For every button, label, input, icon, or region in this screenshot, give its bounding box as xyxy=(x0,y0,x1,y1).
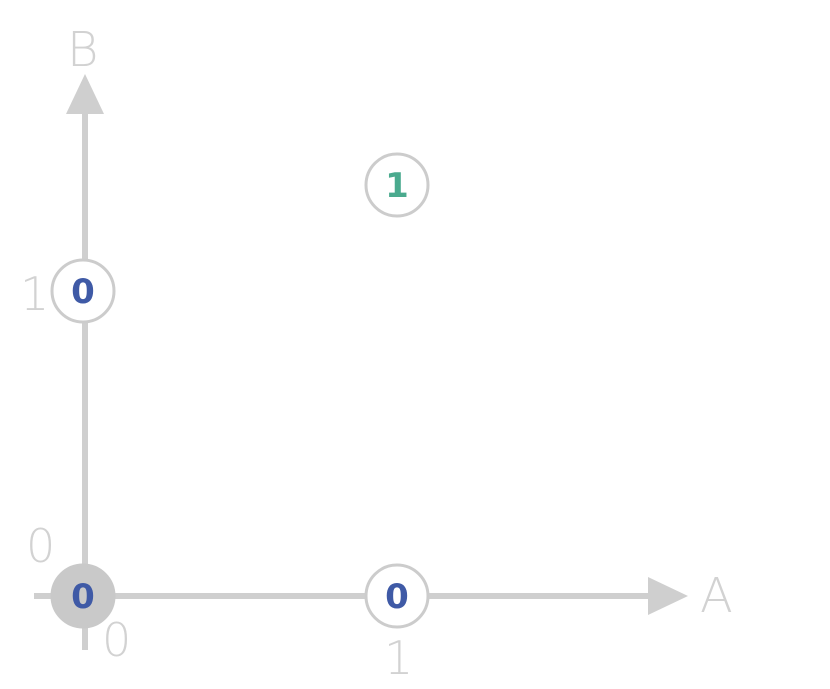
node-a1-b0: 0 xyxy=(364,563,430,629)
node-value: 1 xyxy=(385,166,409,206)
x-axis-arrow-icon xyxy=(648,577,688,615)
node-value: 0 xyxy=(71,577,95,617)
y-axis-arrow-icon xyxy=(66,74,104,114)
node-circle xyxy=(364,563,430,629)
node-value: 0 xyxy=(385,577,409,617)
y-axis-label: B xyxy=(67,22,98,78)
node-circle xyxy=(50,563,116,629)
y-tick-label-1: 1 xyxy=(20,267,49,321)
node-a1-b1: 1 xyxy=(364,152,430,218)
x-tick-label-1: 1 xyxy=(384,631,413,685)
nodes-layer: 0 0 0 1 xyxy=(50,152,430,629)
node-circle xyxy=(364,152,430,218)
x-tick-label-0: 0 xyxy=(102,613,131,667)
node-value: 0 xyxy=(71,272,95,312)
y-tick-label-0: 0 xyxy=(26,519,55,573)
node-a0-b0: 0 xyxy=(50,563,116,629)
node-a0-b1: 0 xyxy=(50,258,116,324)
x-axis-label: A xyxy=(700,568,733,624)
node-circle xyxy=(50,258,116,324)
